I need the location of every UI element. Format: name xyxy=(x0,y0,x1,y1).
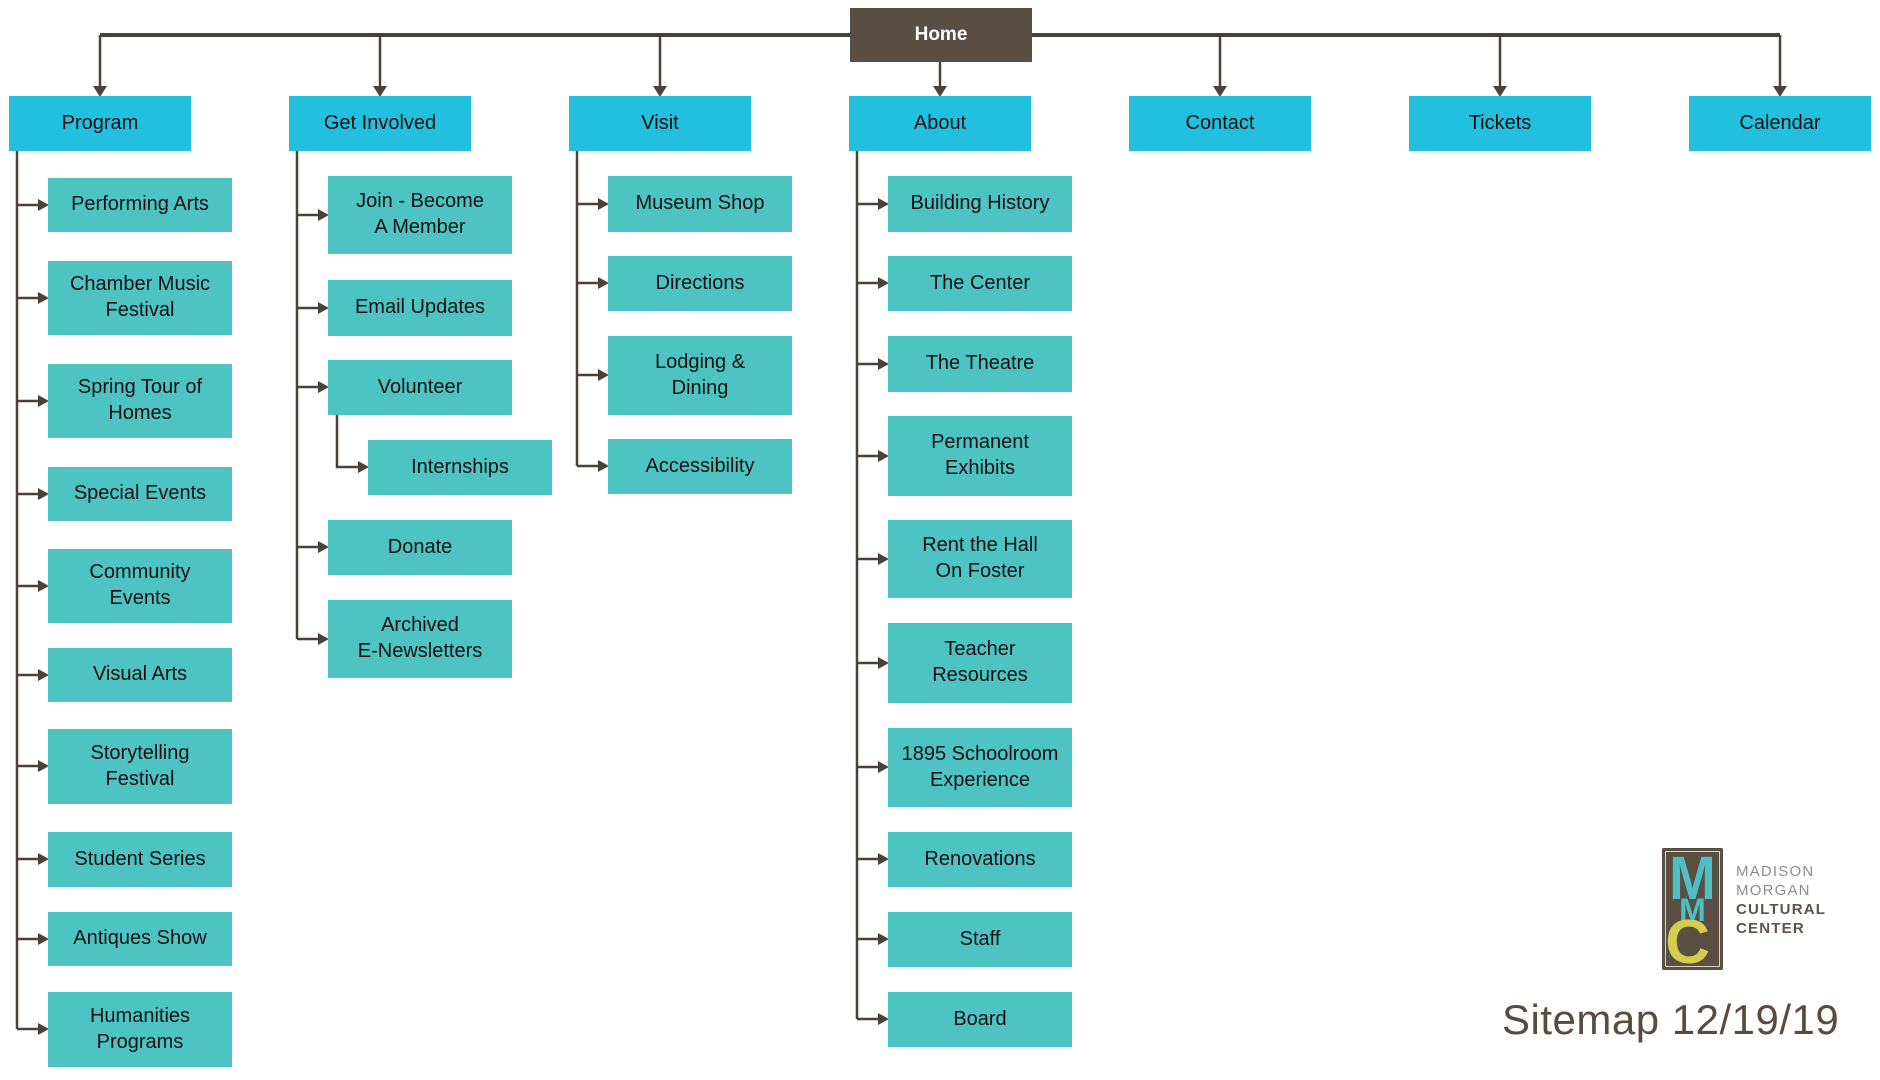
node-directions: Directions xyxy=(608,256,792,311)
node-program: Program xyxy=(9,96,191,151)
node-special-events: Special Events xyxy=(48,467,232,521)
node-storytelling-festival: Storytelling Festival xyxy=(48,729,232,804)
node-humanities-programs: Humanities Programs xyxy=(48,992,232,1067)
node-rent-the-hall-on-foster: Rent the Hall On Foster xyxy=(888,520,1072,598)
logo-letter-m-small: M xyxy=(1679,892,1706,928)
node-get-involved: Get Involved xyxy=(289,96,471,151)
node-student-series: Student Series xyxy=(48,832,232,887)
node-calendar: Calendar xyxy=(1689,96,1871,151)
node-volunteer: Volunteer xyxy=(328,360,512,415)
node-spring-tour-of-homes: Spring Tour of Homes xyxy=(48,364,232,438)
node-internships: Internships xyxy=(368,440,552,495)
node-community-events: Community Events xyxy=(48,549,232,623)
node-about: About xyxy=(849,96,1031,151)
node-email-updates: Email Updates xyxy=(328,280,512,336)
node-visual-arts: Visual Arts xyxy=(48,648,232,702)
node-tickets: Tickets xyxy=(1409,96,1591,151)
logo-word-cultural: CULTURAL xyxy=(1736,901,1827,918)
node-home: Home xyxy=(850,8,1032,62)
node-museum-shop: Museum Shop xyxy=(608,176,792,232)
node-1895-schoolroom-experience: 1895 Schoolroom Experience xyxy=(888,728,1072,807)
mmcc-logo-wordmark: MADISON MORGAN CULTURAL CENTER xyxy=(1736,862,1826,938)
logo-letter-m-large: M xyxy=(1669,842,1716,913)
node-the-theatre: The Theatre xyxy=(888,336,1072,392)
node-archived-e-newsletters: Archived E-Newsletters xyxy=(328,600,512,678)
node-teacher-resources: Teacher Resources xyxy=(888,623,1072,703)
node-the-center: The Center xyxy=(888,256,1072,311)
node-permanent-exhibits: Permanent Exhibits xyxy=(888,416,1072,496)
node-chamber-music-festival: Chamber Music Festival xyxy=(48,261,232,335)
node-staff: Staff xyxy=(888,912,1072,967)
node-contact: Contact xyxy=(1129,96,1311,151)
node-renovations: Renovations xyxy=(888,832,1072,887)
node-board: Board xyxy=(888,992,1072,1047)
node-donate: Donate xyxy=(328,520,512,575)
node-visit: Visit xyxy=(569,96,751,151)
node-accessibility: Accessibility xyxy=(608,439,792,494)
logo-letter-c: C xyxy=(1665,908,1710,977)
logo-word-center: CENTER xyxy=(1736,920,1805,937)
node-antiques-show: Antiques Show xyxy=(48,912,232,966)
logo-word-morgan: MORGAN xyxy=(1736,882,1811,899)
sitemap-date-caption: Sitemap 12/19/19 xyxy=(1502,996,1840,1043)
node-performing-arts: Performing Arts xyxy=(48,178,232,232)
logo-word-madison: MADISON xyxy=(1736,863,1815,880)
node-join-become-a-member: Join - Become A Member xyxy=(328,176,512,254)
node-lodging-dining: Lodging & Dining xyxy=(608,336,792,415)
mmcc-logo-icon: M M C xyxy=(1662,842,1723,974)
node-building-history: Building History xyxy=(888,176,1072,232)
